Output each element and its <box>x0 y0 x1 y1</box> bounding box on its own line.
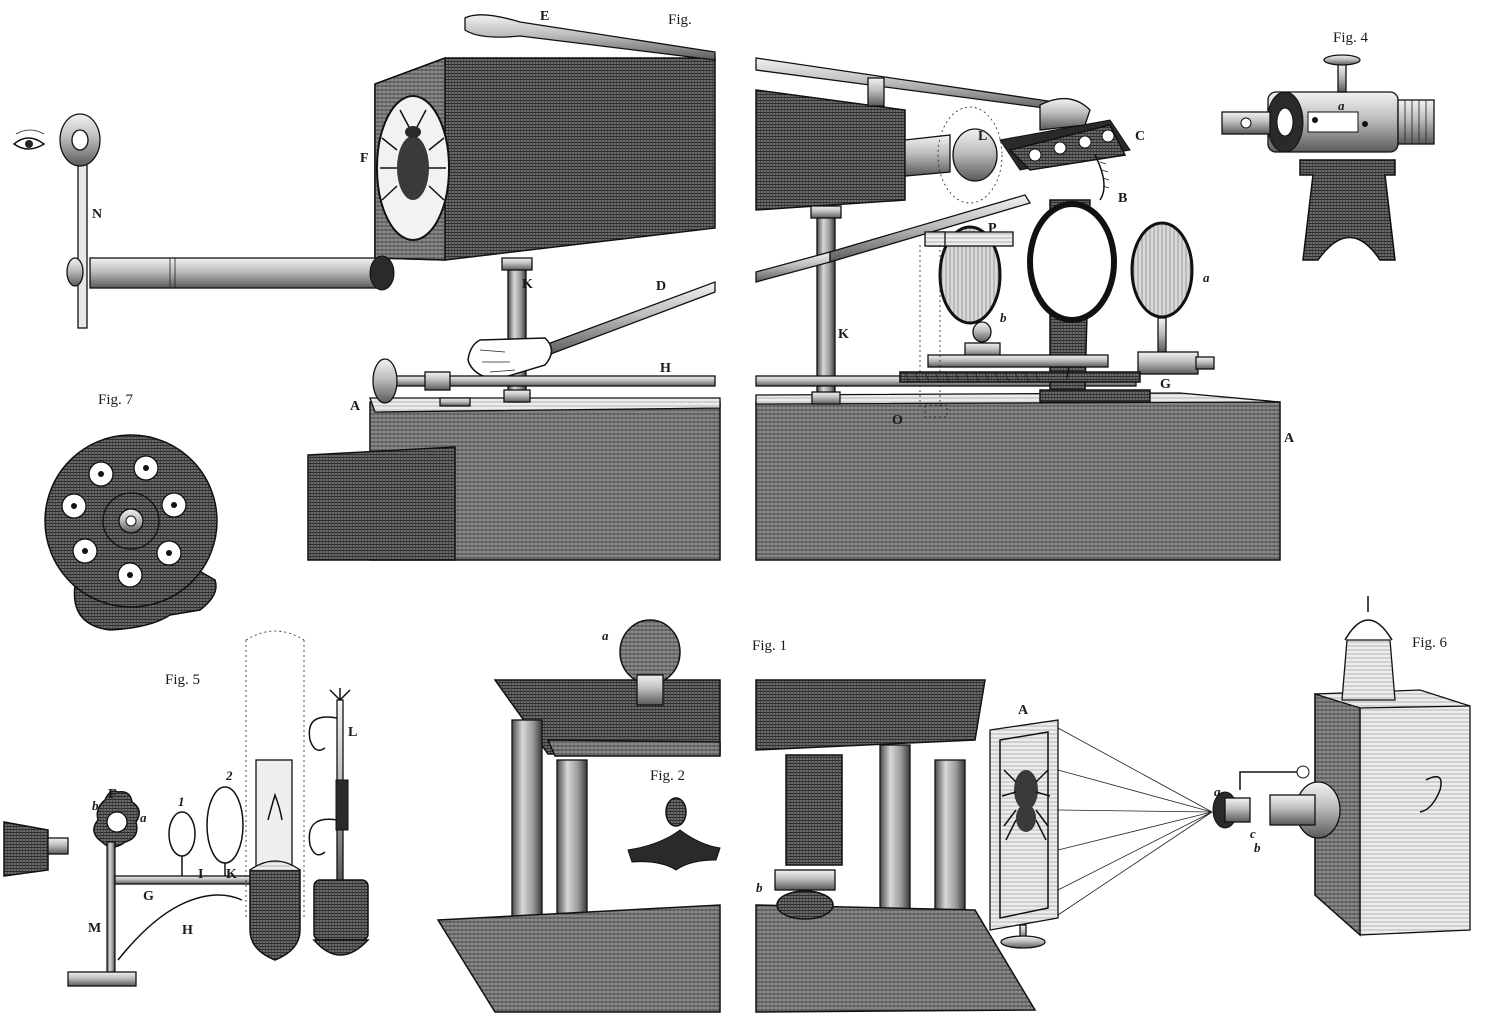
label-N: N <box>92 207 102 222</box>
label-M-fig5: M <box>88 921 101 936</box>
beetle-icon <box>380 109 446 201</box>
label-1-fig5: 1 <box>178 794 185 809</box>
label-H-fig5: H <box>182 923 193 938</box>
fig6-magic-lantern <box>989 596 1471 949</box>
fig2-title: Fig. 2 <box>650 768 685 784</box>
eyepiece-tube-N <box>12 113 395 329</box>
fig7-slide-wheel <box>44 434 218 631</box>
support-column-K-right <box>810 205 842 405</box>
label-b-lens: b <box>1000 310 1007 325</box>
lens-L-ring <box>937 106 1003 204</box>
label-F: F <box>360 151 369 166</box>
lens-holder-ring <box>1027 199 1151 403</box>
rod-D <box>467 194 1032 381</box>
label-b-fig5: b <box>92 798 99 813</box>
label-O: O <box>892 413 903 428</box>
label-E: E <box>540 9 549 24</box>
base-box-right <box>755 392 1281 561</box>
label-b-fig1: b <box>756 880 763 895</box>
label-b-fig6: b <box>1254 840 1261 855</box>
eye-icon <box>12 129 46 150</box>
label-K-left: K <box>522 277 533 292</box>
spider-icon <box>1001 769 1051 841</box>
label-L: L <box>978 129 987 144</box>
label-A-left: A <box>350 399 361 414</box>
fig6-title: Fig. 6 <box>1412 635 1448 651</box>
solar-microscope-apparatus <box>12 14 1281 561</box>
fig1-title: Fig. 1 <box>752 638 787 654</box>
projection-box-left <box>374 56 716 261</box>
figure-labels: Fig. Fig. 4 Fig. 7 Fig. 5 Fig. 1 Fig. 2 … <box>88 9 1448 938</box>
label-a-fig1: a <box>602 628 609 643</box>
label-I-fig5: I <box>198 867 203 882</box>
label-H: H <box>660 361 671 376</box>
label-L-fig5: L <box>348 725 357 740</box>
label-A-right: A <box>1284 431 1295 446</box>
label-a-lens: a <box>1203 270 1210 285</box>
dotted-support-O <box>919 231 948 418</box>
label-K-fig5: K <box>226 867 237 882</box>
fig4-microscope-tube <box>1221 54 1435 261</box>
projection-box-right <box>755 89 1003 211</box>
label-D: D <box>656 279 666 294</box>
microscope-stage-B-C <box>999 98 1131 201</box>
lens-b <box>927 225 1109 368</box>
fig-top-title: Fig. <box>668 12 692 28</box>
screw-rod-f <box>899 371 1141 383</box>
label-K-right: K <box>838 327 849 342</box>
fig7-title: Fig. 7 <box>98 392 134 408</box>
label-P: P <box>988 221 997 236</box>
label-a-fig6: a <box>1214 784 1221 799</box>
label-C: C <box>1135 129 1145 144</box>
label-f: f <box>1066 364 1072 379</box>
fig4-title: Fig. 4 <box>1333 30 1369 46</box>
fig5-title: Fig. 5 <box>165 672 200 688</box>
label-a-fig4: a <box>1338 98 1345 113</box>
label-A-fig6: A <box>1018 703 1029 718</box>
label-a-fig5: a <box>140 810 147 825</box>
label-G: G <box>1160 377 1171 392</box>
rod-E <box>464 14 1076 113</box>
fig5-lamp-apparatus <box>3 630 370 987</box>
label-2-fig5: 2 <box>225 768 233 783</box>
hand-icon <box>467 337 553 381</box>
base-box-left <box>307 397 721 561</box>
label-G-fig5: G <box>143 889 154 904</box>
plate-gutter <box>723 0 753 1023</box>
label-B: B <box>1118 191 1127 206</box>
label-F-fig5: F <box>108 787 117 802</box>
fig1-table-microscope <box>436 619 1037 1013</box>
label-c-fig6: c <box>1250 826 1256 841</box>
lens-a <box>1130 221 1215 375</box>
